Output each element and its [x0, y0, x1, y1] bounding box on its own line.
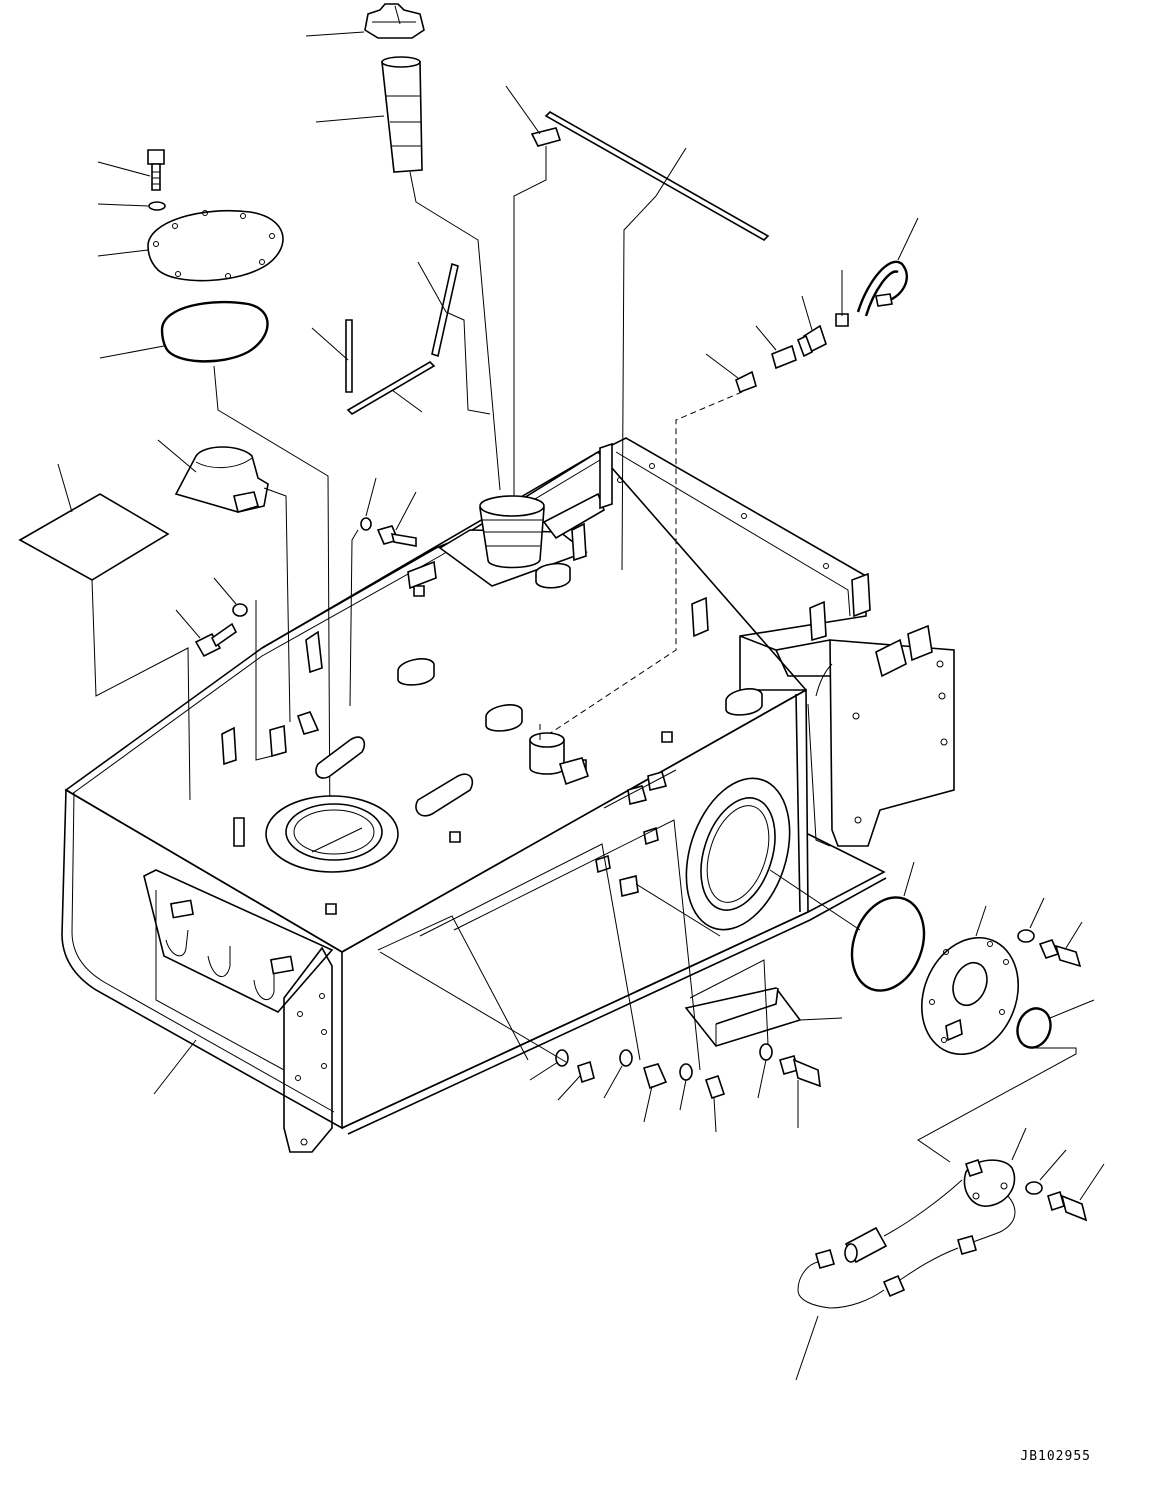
washer [149, 202, 165, 210]
leader-line [158, 440, 196, 472]
brackets [222, 524, 932, 764]
small-fittings [556, 1050, 724, 1098]
bolt [196, 624, 236, 656]
leader-line [636, 884, 720, 936]
leader-line [898, 218, 918, 260]
top-pads [316, 564, 762, 816]
label-plate [20, 494, 168, 580]
leader-line [714, 1098, 716, 1132]
leader-line [350, 530, 358, 706]
leader-line [644, 1086, 652, 1122]
leader-line [306, 32, 364, 36]
bolt [1040, 940, 1080, 966]
fuel-cap [365, 4, 424, 38]
leader-line [1050, 1000, 1094, 1018]
gasket [162, 302, 268, 361]
leader-line [604, 770, 676, 808]
washer [361, 518, 371, 530]
leader-line [264, 488, 290, 722]
washer [1018, 930, 1034, 942]
leader-line [514, 146, 546, 496]
leader-line [558, 1076, 580, 1100]
nipple [772, 346, 796, 368]
leader-line [392, 390, 422, 412]
leader-line [256, 600, 272, 760]
washer [1026, 1182, 1042, 1194]
leader-line [622, 196, 656, 570]
leader-line [92, 580, 190, 800]
bottom-bracket [686, 988, 800, 1046]
leader-line [446, 312, 490, 414]
leader-line [796, 1316, 818, 1380]
leader-line [604, 1066, 622, 1098]
inspection-flange [266, 796, 398, 872]
leader-line [918, 1048, 1076, 1162]
leader-line [770, 870, 860, 930]
leader-line [396, 492, 416, 530]
leader-line [1080, 1164, 1104, 1200]
leader-line [176, 610, 200, 638]
leader-line [380, 952, 566, 1062]
leader-line [98, 162, 150, 176]
leader-line [680, 1080, 686, 1110]
sender-plate [905, 923, 1035, 1069]
leader-line [976, 906, 986, 936]
o-ring [840, 887, 937, 1000]
leader-line [154, 1040, 196, 1094]
bolt [780, 1056, 820, 1086]
leader-line [1030, 898, 1044, 928]
leader-line [58, 464, 72, 512]
leader-line-dashed [540, 392, 742, 740]
fuel-tank-body [62, 438, 954, 1152]
leader-line [454, 820, 700, 1070]
long-rod [546, 112, 768, 240]
clip [532, 128, 560, 146]
hose [858, 262, 907, 316]
leader-line [800, 1018, 842, 1020]
funnel-bracket [176, 447, 268, 512]
leader-line [706, 354, 738, 378]
leader-line [758, 1060, 766, 1098]
leader-line [366, 478, 376, 516]
leader-line [756, 326, 776, 350]
leader-line [690, 960, 768, 1044]
leader-line [98, 250, 148, 256]
leader-line [312, 328, 348, 360]
cover-plate [148, 211, 283, 281]
leader-line [656, 148, 686, 196]
o-ring-small [1012, 1004, 1056, 1053]
washer [233, 604, 247, 616]
leader-line [904, 862, 914, 896]
leader-line [214, 366, 330, 836]
filler-neck [440, 444, 612, 586]
fuel-level-sender [798, 1160, 1015, 1308]
washer [760, 1044, 772, 1060]
leader-line [378, 916, 528, 1060]
leader-line [100, 346, 164, 358]
plug-fitting [736, 372, 756, 392]
elbow-fitting [798, 326, 826, 356]
bolt [148, 150, 164, 190]
bolt [1048, 1192, 1086, 1220]
drawing-code: JB102955 [1020, 1449, 1091, 1464]
side-port-flange [668, 765, 808, 943]
leader-line [410, 172, 500, 490]
rod-parts [346, 264, 458, 414]
leader-line [418, 262, 446, 312]
leader-line [1066, 922, 1082, 948]
bolt [378, 526, 416, 546]
leader-line [1012, 1128, 1026, 1160]
drain-boss [530, 733, 564, 774]
leader-line [506, 86, 540, 134]
leader-line [802, 296, 812, 330]
leader-line [316, 116, 384, 122]
fuel-strainer [382, 57, 422, 172]
leader-line [214, 578, 236, 604]
leader-line [420, 844, 640, 1060]
leader-line [1040, 1150, 1066, 1180]
leader-line [98, 204, 148, 206]
leader-line [530, 1062, 558, 1080]
